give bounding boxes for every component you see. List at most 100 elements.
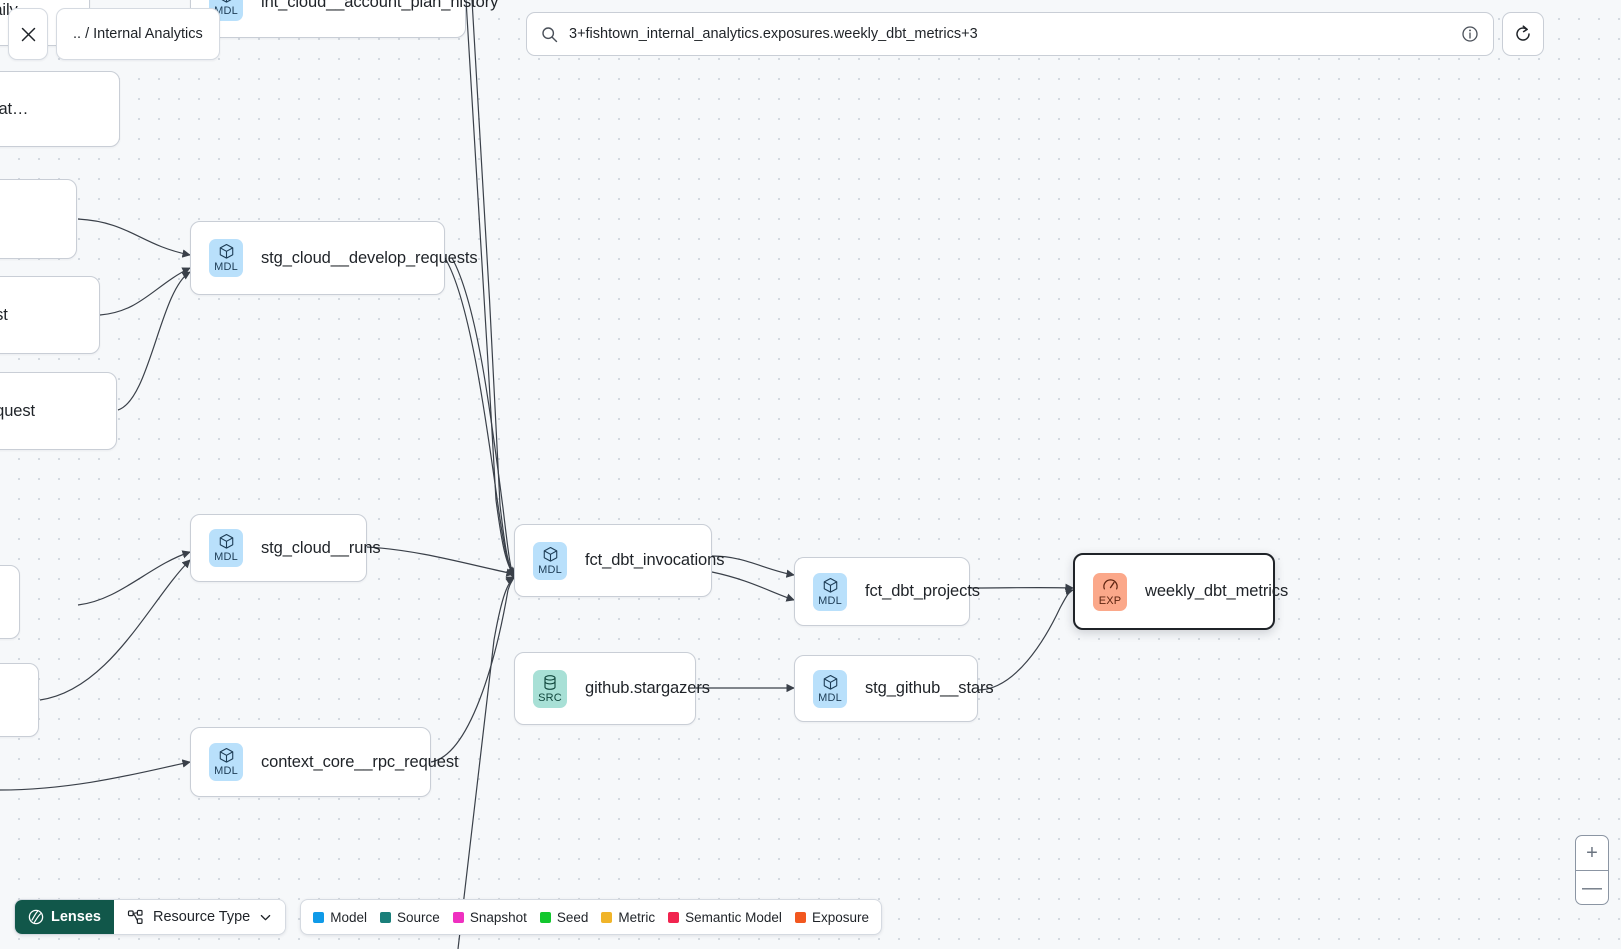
- lineage-node[interactable]: ….run: [0, 663, 39, 737]
- lineage-node[interactable]: EXP weekly_dbt_metrics: [1073, 553, 1288, 630]
- search-icon: [542, 26, 558, 42]
- node-type-badge: EXP: [1093, 572, 1127, 611]
- resource-type-label: Resource Type: [152, 909, 251, 925]
- lineage-search-bar[interactable]: 3+fishtown_internal_analytics.exposures.…: [526, 12, 1494, 56]
- resource-type-icon: [127, 909, 143, 924]
- legend-label: Exposure: [811, 909, 869, 925]
- node-label: …velop_request: [0, 305, 8, 324]
- lens-icon: [28, 909, 44, 925]
- node-label: int_cloud__account_plan_history: [261, 0, 499, 11]
- node-label: …_develop_request: [0, 401, 35, 420]
- lineage-edge: [444, 257, 515, 578]
- lineage-node[interactable]: …velop_request: [0, 276, 100, 354]
- lineage-node[interactable]: MDL int_cloud__account_plan_history: [190, 0, 498, 38]
- node-label: stg_github__stars: [865, 679, 994, 697]
- legend-item[interactable]: Seed: [539, 910, 588, 925]
- legend-swatch-icon: [601, 911, 613, 923]
- lineage-edge: [465, 0, 515, 576]
- resource-type-dropdown[interactable]: Resource Type: [113, 900, 286, 934]
- legend-swatch-icon: [380, 911, 392, 923]
- refresh-icon: [1516, 25, 1530, 41]
- node-type-badge: MDL: [209, 239, 243, 277]
- bottom-toolbar: Lenses Resource Type Model Source Snapshot…: [14, 899, 882, 935]
- lineage-node[interactable]: MDL fct_dbt_projects: [794, 557, 980, 626]
- info-icon[interactable]: [1461, 25, 1479, 43]
- close-button[interactable]: [8, 8, 48, 60]
- legend-item[interactable]: Model: [313, 910, 367, 925]
- lenses-label: Lenses: [51, 909, 101, 925]
- legend-label: Snapshot: [469, 909, 527, 925]
- chevron-down-icon: [260, 914, 271, 920]
- legend-label: Source: [397, 909, 440, 925]
- node-type-badge: MDL: [209, 743, 243, 781]
- legend-swatch-icon: [539, 911, 551, 923]
- cube-icon: [218, 0, 235, 4]
- legend-swatch-icon: [452, 911, 464, 923]
- cube-icon: [218, 747, 235, 764]
- lineage-edge: [471, 0, 515, 577]
- legend-swatch-icon: [794, 911, 806, 923]
- lineage-edge: [77, 218, 191, 258]
- lineage-node[interactable]: MDL fct_dbt_invocations: [514, 524, 724, 597]
- node-type-code: MDL: [214, 5, 238, 17]
- gauge-icon: [1102, 577, 1119, 594]
- cube-icon: [822, 674, 839, 691]
- node-label: fct_dbt_invocations: [585, 551, 725, 569]
- database-icon: [542, 674, 558, 691]
- refresh-button[interactable]: [1502, 12, 1544, 56]
- lens-controls: Lenses Resource Type: [14, 899, 287, 935]
- node-type-badge: MDL: [533, 541, 567, 580]
- lineage-node[interactable]: …_develop_request: [0, 372, 117, 450]
- lineage-node[interactable]: …n: [0, 565, 20, 639]
- node-type-code: MDL: [818, 691, 842, 704]
- lineage-edge: [117, 271, 191, 411]
- legend-item[interactable]: Snapshot: [452, 909, 527, 925]
- lineage-edge: [99, 267, 191, 316]
- zoom-out-button[interactable]: —: [1576, 870, 1608, 904]
- legend-item[interactable]: Metric: [601, 910, 655, 925]
- node-label: github.stargazers: [585, 679, 710, 697]
- lineage-edge: [457, 577, 515, 949]
- legend-swatch-icon: [668, 911, 680, 923]
- lineage-edge: [77, 550, 191, 606]
- legend-item[interactable]: Source: [380, 910, 440, 925]
- close-icon: [21, 27, 35, 41]
- cube-icon: [822, 577, 839, 594]
- node-type-badge: MDL: [813, 669, 847, 708]
- lineage-edge: [366, 546, 515, 577]
- resource-type-legend: Model Source Snapshot Seed Metric Semantic Mo…: [300, 899, 882, 935]
- legend-item[interactable]: Semantic Model: [668, 910, 782, 925]
- zoom-in-button[interactable]: +: [1586, 842, 1598, 864]
- lineage-edge: [451, 257, 516, 579]
- lineage-node[interactable]: MDL stg_cloud__develop_requests: [190, 221, 478, 295]
- lineage-edge: [39, 559, 191, 701]
- lineage-node[interactable]: multicell_migrat…: [0, 71, 120, 147]
- node-type-code: MDL: [214, 261, 238, 273]
- lenses-button[interactable]: Lenses: [15, 900, 114, 934]
- node-type-badge: SRC: [533, 669, 567, 708]
- cube-icon: [218, 243, 235, 260]
- node-label: stg_cloud__develop_requests: [261, 248, 478, 267]
- lineage-edge: [430, 576, 515, 763]
- node-type-code: EXP: [1098, 594, 1122, 607]
- lineage-node[interactable]: MDL stg_github__stars: [794, 655, 994, 722]
- lineage-edge: [711, 571, 795, 602]
- lineage-node[interactable]: SRC github.stargazers: [514, 652, 710, 725]
- node-label: fct_dbt_projects: [865, 582, 980, 600]
- node-type-code: MDL: [538, 563, 562, 576]
- node-type-code: SRC: [538, 691, 562, 704]
- node-type-code: MDL: [818, 594, 842, 607]
- lineage-node[interactable]: …p_request: [0, 179, 77, 259]
- legend-label: Semantic Model: [685, 909, 782, 925]
- legend-swatch-icon: [313, 911, 325, 923]
- legend-label: Model: [330, 909, 368, 925]
- legend-label: Metric: [618, 909, 656, 925]
- breadcrumb[interactable]: .. / Internal Analytics: [56, 8, 220, 60]
- search-input[interactable]: 3+fishtown_internal_analytics.exposures.…: [569, 26, 978, 42]
- node-label: weekly_dbt_metrics: [1145, 582, 1289, 600]
- legend-item[interactable]: Exposure: [794, 909, 869, 925]
